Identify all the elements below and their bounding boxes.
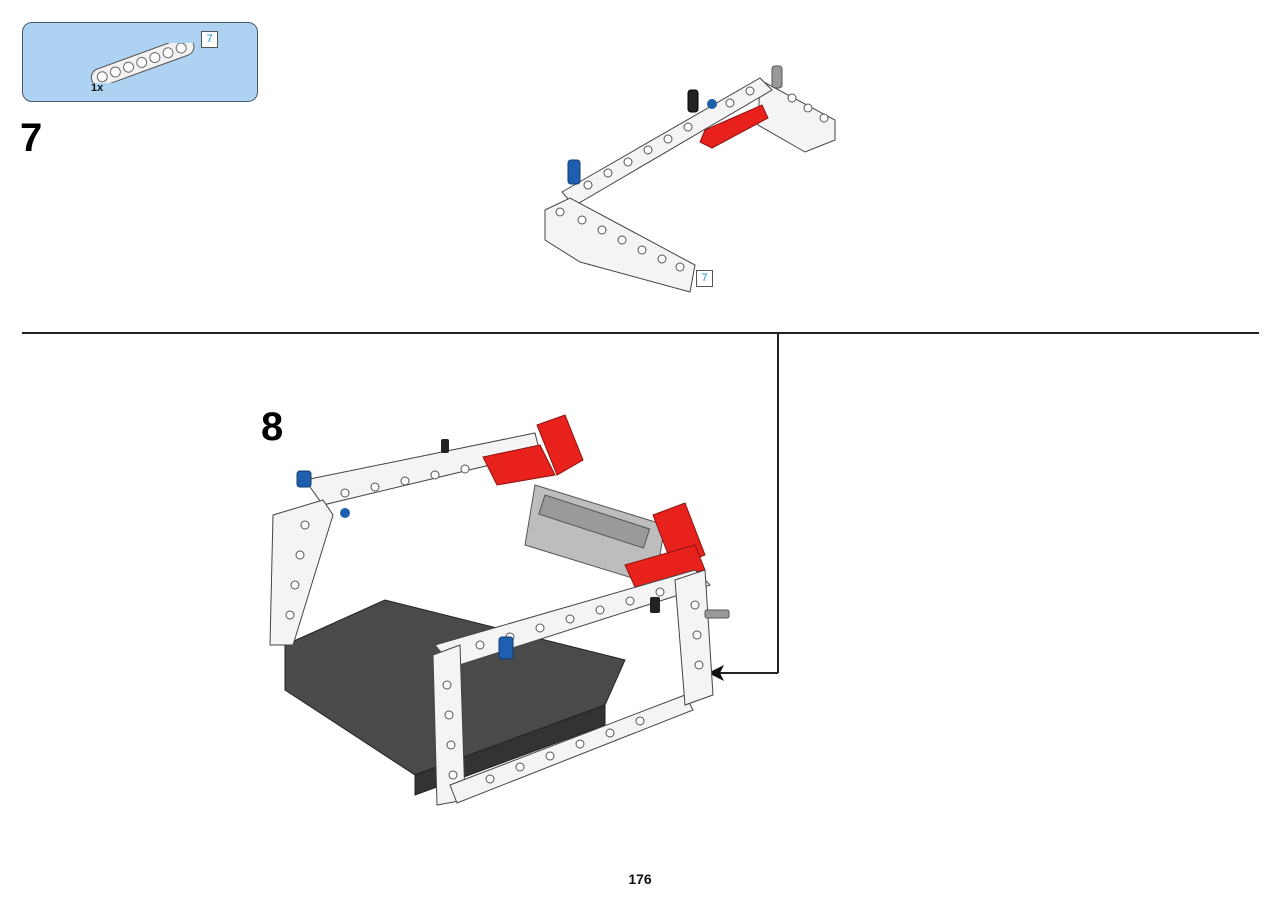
liftarm-7-icon — [90, 43, 195, 83]
step-divider — [22, 332, 1259, 334]
part-quantity: 1x — [91, 82, 104, 94]
subassembly-connector-arrow-line — [718, 672, 778, 674]
parts-callout: 1x 7 — [22, 22, 258, 102]
part-length-badge: 7 — [201, 31, 218, 48]
subassembly-connector-line — [777, 333, 779, 673]
arrow-left-icon — [708, 665, 724, 681]
step-7-model — [544, 65, 836, 293]
step-8-model — [269, 414, 730, 806]
step-number-7: 7 — [20, 116, 43, 160]
step-number-8: 8 — [261, 405, 284, 449]
step-7-length-badge: 7 — [696, 270, 713, 287]
page-number: 176 — [628, 871, 652, 887]
